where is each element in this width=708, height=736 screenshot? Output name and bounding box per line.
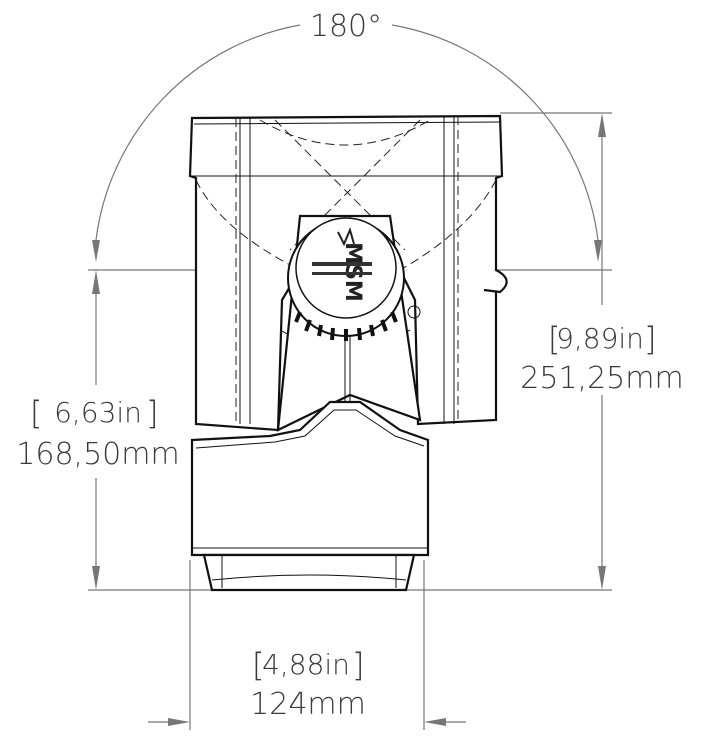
pivot-knob: MSM [287, 217, 405, 341]
width-dimension: [ 4,88in ] 124mm [148, 646, 466, 726]
side-handle [483, 269, 508, 294]
pivot-height-bracket-right: ] [146, 394, 158, 432]
angle-arc-left [95, 24, 301, 241]
pivot-height-dimension: [ 6,63in ] 168,50mm [16, 270, 180, 590]
width-arrow-left [168, 718, 190, 726]
head-top-edge [193, 121, 501, 125]
width-inches: 4,88in [262, 648, 350, 681]
total-height-bracket-left: [ [548, 320, 560, 358]
width-bracket-left: [ [252, 646, 264, 684]
angle-dimension: 180° [92, 9, 602, 262]
total-height-inches: 9,89in [556, 322, 644, 355]
logo-flame [337, 227, 355, 247]
pivot-height-bracket-left: [ [30, 394, 42, 432]
side-knob [407, 305, 421, 319]
angle-arc-right [391, 24, 599, 241]
pivot-height-arrow-bottom [92, 566, 100, 590]
base-foot [202, 553, 416, 592]
width-mm: 124mm [250, 687, 366, 722]
pivot-knob-face [295, 217, 397, 319]
width-bracket-right: ] [352, 646, 364, 684]
base-top-edge [195, 409, 425, 449]
total-height-bracket-right: ] [644, 320, 656, 358]
logo-bar-2 [312, 272, 372, 275]
base-foot-curve [211, 574, 407, 581]
hidden-line-1 [195, 179, 301, 271]
pivot-height-mm: 168,50mm [16, 437, 179, 472]
hidden-line-4 [274, 119, 406, 251]
total-height-arrow-bottom [598, 566, 606, 590]
total-height-arrow-top [598, 113, 606, 137]
angle-arrow-right [594, 240, 602, 262]
total-height-dimension: [ 9,89in ] 251,25mm [520, 113, 684, 590]
total-height-mm: 251,25mm [520, 361, 683, 396]
pivot-height-arrow-top [92, 270, 100, 294]
angle-arrow-left [92, 240, 100, 262]
device-drawing: MSM [188, 114, 508, 592]
logo-bar [312, 262, 372, 266]
angle-label: 180° [310, 9, 382, 44]
width-arrow-right [424, 718, 446, 726]
pivot-height-inches: 6,63in [54, 396, 142, 429]
hidden-line-5 [289, 119, 421, 251]
pivot-knob-teeth [294, 311, 398, 341]
hidden-line-2 [399, 179, 497, 271]
